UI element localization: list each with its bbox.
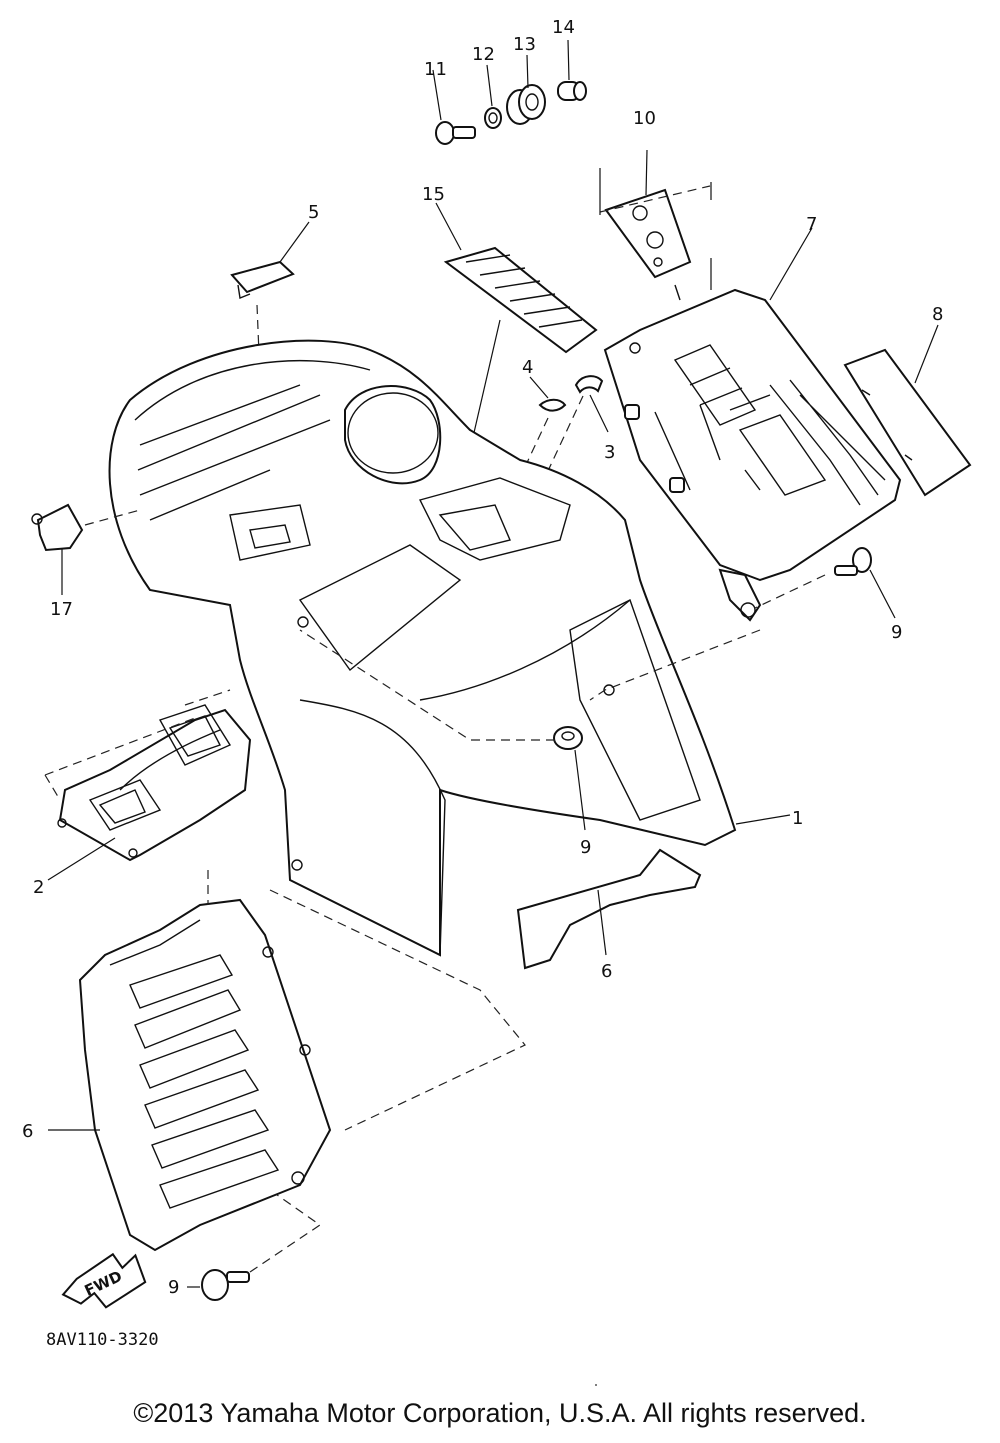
callout-1: 1 (792, 808, 803, 829)
callout-6-plate: 6 (601, 961, 612, 982)
part-9-bolt-right (834, 547, 872, 576)
part-6-plate (516, 848, 702, 970)
part-7-side-panel (603, 284, 902, 622)
part-8-plate (843, 348, 972, 497)
callout-12: 12 (472, 44, 495, 65)
part-5-clip (230, 260, 295, 299)
callout-14: 14 (552, 17, 575, 38)
copyright-notice: ©2013 Yamaha Motor Corporation, U.S.A. A… (133, 1398, 867, 1428)
part-9-bolt-bottom (201, 1269, 250, 1301)
callout-4: 4 (522, 357, 533, 378)
part-17-switch (31, 503, 84, 552)
callout-8: 8 (932, 304, 943, 325)
callout-15: 15 (422, 184, 445, 205)
callout-17: 17 (50, 599, 73, 620)
callout-5: 5 (308, 202, 319, 223)
part-2-console (57, 704, 252, 862)
part-6-side-cover-left (78, 898, 332, 1252)
part-14-collar (557, 81, 587, 101)
part-4-clip (538, 398, 567, 412)
callout-7: 7 (806, 214, 817, 235)
part-1-main-cover (108, 339, 737, 957)
part-10-bracket (604, 188, 692, 279)
callout-3: 3 (604, 442, 615, 463)
part-15-panel (443, 246, 598, 354)
part-11-bolt (435, 121, 476, 145)
part-12-washer (484, 107, 502, 129)
callout-9-right: 9 (891, 622, 902, 643)
drawing-code: 8AV110-3320 (46, 1330, 159, 1350)
fwd-arrow-icon: FWD (61, 1252, 147, 1309)
part-3-clip (574, 375, 604, 394)
callout-13: 13 (513, 34, 536, 55)
part-13-grommet (506, 84, 546, 125)
callout-11: 11 (424, 59, 447, 80)
callout-9-bottom: 9 (168, 1277, 179, 1298)
callout-10: 10 (633, 108, 656, 129)
callout-2: 2 (33, 877, 44, 898)
callout-6-left: 6 (22, 1121, 33, 1142)
callout-9-center: 9 (580, 837, 591, 858)
part-9-grommet-center (553, 726, 583, 750)
